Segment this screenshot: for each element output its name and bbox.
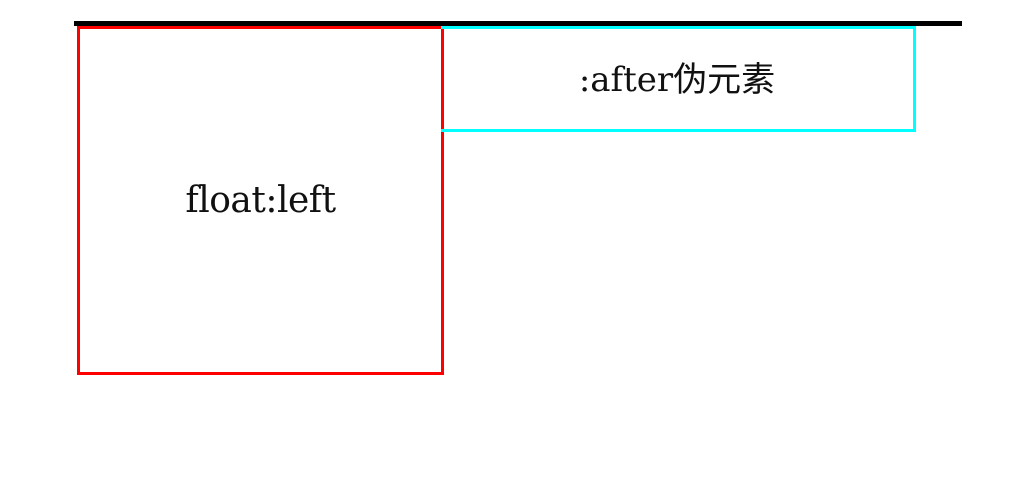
float-left-box: float:left xyxy=(77,26,444,375)
container-top-border xyxy=(74,21,962,26)
float-left-label: float:left xyxy=(185,180,336,221)
after-pseudo-element-box: :after伪元素 xyxy=(441,26,916,132)
after-pseudo-element-label: :after伪元素 xyxy=(578,59,776,100)
